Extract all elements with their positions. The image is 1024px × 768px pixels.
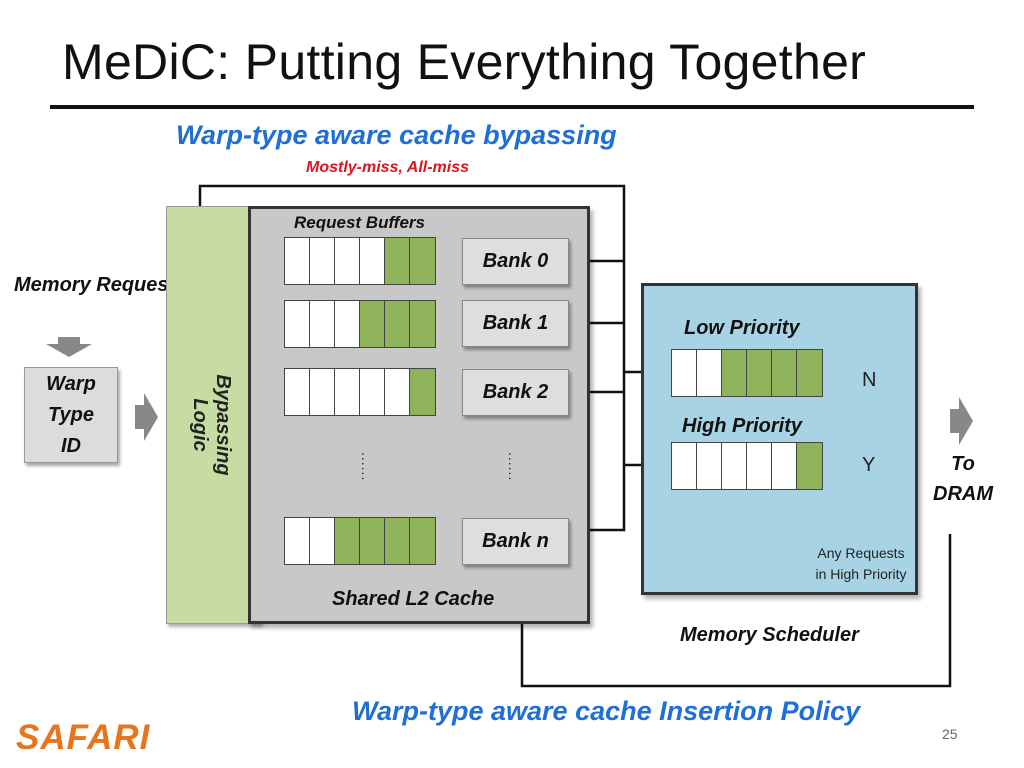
- queue-slot: [747, 350, 772, 396]
- request-buffers-label: Request Buffers: [294, 213, 425, 232]
- memory-scheduler-block: [641, 283, 918, 595]
- bypass-subheading: Mostly-miss, All-miss: [306, 159, 470, 176]
- insertion-feedback-line: [517, 534, 952, 688]
- memory-scheduler-label: Memory Scheduler: [680, 624, 859, 646]
- buffer-slot: [410, 518, 435, 564]
- buffer-slot: [285, 518, 310, 564]
- buffer-slot: [335, 369, 360, 415]
- bypass-heading: Warp-type aware cache bypassing: [176, 120, 617, 150]
- high-priority-label: High Priority: [682, 415, 803, 437]
- buffer-slot: [385, 238, 410, 284]
- title-divider: [50, 105, 974, 109]
- queue-slot: [747, 443, 772, 489]
- any-requests-label: Any Requests in High Priority: [815, 545, 907, 582]
- buffer-slot: [385, 369, 410, 415]
- buffer-slot: [360, 238, 385, 284]
- buffer-slot: [410, 301, 435, 347]
- queue-slot: [797, 443, 822, 489]
- buffer-slot: [310, 369, 335, 415]
- request-buffer-1: [284, 300, 436, 348]
- buffer-slot: [310, 301, 335, 347]
- bypass-path-line: [198, 184, 626, 532]
- buffer-slot: [360, 369, 385, 415]
- request-buffer-2: [284, 368, 436, 416]
- buffer-slot: [360, 518, 385, 564]
- bank-0: Bank 0: [462, 238, 569, 285]
- safari-logo: SAFARI: [16, 718, 151, 757]
- buffer-slot: [385, 301, 410, 347]
- insertion-policy-heading: Warp-type aware cache Insertion Policy: [352, 696, 861, 726]
- queue-slot: [772, 443, 797, 489]
- queue-slot: [697, 443, 722, 489]
- bank-2: Bank 2: [462, 369, 569, 416]
- to-bypass-arrow: [135, 393, 158, 441]
- queue-slot: [672, 443, 697, 489]
- buffer-slot: [410, 369, 435, 415]
- queue-slot: [697, 350, 722, 396]
- buffer-slot: [310, 238, 335, 284]
- bank-n: Bank n: [462, 518, 569, 565]
- mux-n-label: N: [862, 369, 877, 391]
- buffer-ellipsis: ......: [359, 452, 375, 482]
- mux-y-label: Y: [862, 454, 876, 476]
- bank-1: Bank 1: [462, 300, 569, 347]
- low-priority-label: Low Priority: [684, 317, 800, 339]
- buffer-slot: [285, 238, 310, 284]
- buffer-slot: [385, 518, 410, 564]
- page-number: 25: [942, 726, 958, 742]
- memreq-down-arrow: [46, 337, 92, 357]
- buffer-slot: [285, 301, 310, 347]
- low-priority-queue: [671, 349, 823, 397]
- to-dram-label: To DRAM: [933, 453, 993, 505]
- queue-slot: [672, 350, 697, 396]
- buffer-slot: [360, 301, 385, 347]
- shared-l2-cache-label: Shared L2 Cache: [332, 588, 495, 610]
- queue-slot: [772, 350, 797, 396]
- buffer-slot: [310, 518, 335, 564]
- queue-slot: [722, 350, 747, 396]
- buffer-slot: [335, 238, 360, 284]
- bank-ellipsis: ......: [506, 452, 522, 482]
- buffer-slot: [335, 301, 360, 347]
- request-buffer-3: [284, 517, 436, 565]
- buffer-slot: [285, 369, 310, 415]
- warp-type-id-box: Warp Type ID: [24, 367, 118, 463]
- queue-slot: [722, 443, 747, 489]
- slide-title: MeDiC: Putting Everything Together: [62, 34, 867, 90]
- to-dram-arrow: [950, 397, 973, 445]
- memory-request-label: Memory Request: [14, 274, 176, 296]
- high-priority-queue: [671, 442, 823, 490]
- buffer-slot: [335, 518, 360, 564]
- bypassing-logic-label: Bypassing Logic: [189, 374, 234, 476]
- buffer-slot: [410, 238, 435, 284]
- queue-slot: [797, 350, 822, 396]
- request-buffer-0: [284, 237, 436, 285]
